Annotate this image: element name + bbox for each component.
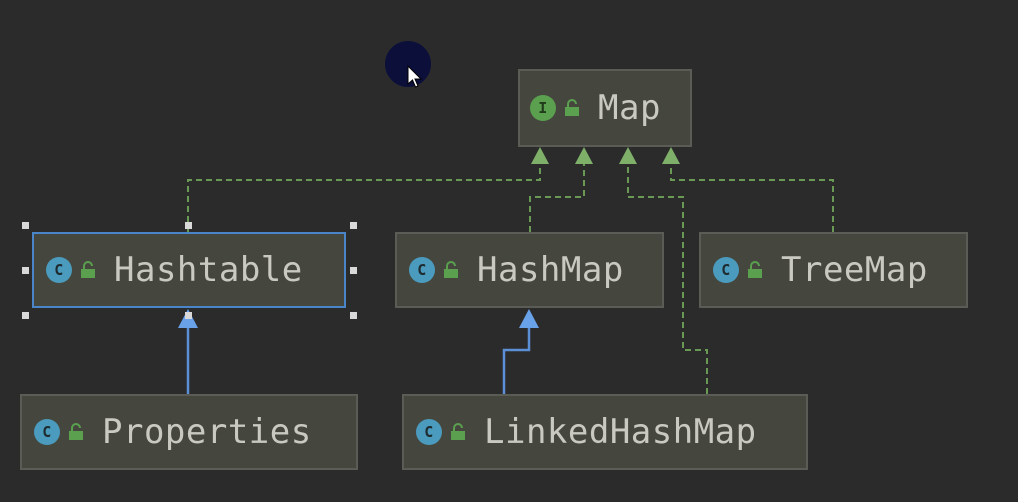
resize-handle-ml[interactable] <box>22 267 29 274</box>
node-label: LinkedHashMap <box>484 412 757 452</box>
edge-treemap-map <box>670 162 834 232</box>
arrowhead-hashtable-map <box>531 147 549 164</box>
lock-icon <box>450 423 466 441</box>
node-properties[interactable]: C Properties <box>20 394 358 470</box>
class-icon: C <box>416 419 442 445</box>
arrowhead-linkedhashmap-hashmap <box>519 309 539 328</box>
lock-icon <box>80 261 96 279</box>
edge-hashmap-map <box>529 162 585 232</box>
class-icon: C <box>409 257 435 283</box>
resize-handle-bm[interactable] <box>185 312 192 319</box>
class-icon: C <box>713 257 739 283</box>
node-linkedhashmap[interactable]: C LinkedHashMap <box>402 394 808 470</box>
resize-handle-mr[interactable] <box>350 267 357 274</box>
node-label: Map <box>598 88 661 128</box>
resize-handle-tr[interactable] <box>350 222 357 229</box>
node-treemap[interactable]: C TreeMap <box>699 232 968 308</box>
arrowhead-treemap-map <box>662 147 680 164</box>
resize-handle-br[interactable] <box>350 312 357 319</box>
node-label: TreeMap <box>781 250 928 290</box>
lock-icon <box>564 99 580 117</box>
arrowhead-linkedhashmap-map <box>619 147 637 164</box>
edge-hashtable-map <box>187 162 541 232</box>
interface-icon: I <box>530 95 556 121</box>
node-hashmap[interactable]: C HashMap <box>395 232 664 308</box>
node-label: Hashtable <box>114 250 303 290</box>
edge-linkedhashmap-hashmap <box>502 326 531 394</box>
node-map[interactable]: I Map <box>518 69 692 147</box>
resize-handle-tl[interactable] <box>22 222 29 229</box>
node-label: Properties <box>102 412 312 452</box>
node-hashtable[interactable]: C Hashtable <box>32 232 346 308</box>
class-icon: C <box>46 257 72 283</box>
resize-handle-tm[interactable] <box>185 222 192 229</box>
lock-icon <box>747 261 763 279</box>
lock-icon <box>443 261 459 279</box>
resize-handle-bl[interactable] <box>22 312 29 319</box>
class-icon: C <box>34 419 60 445</box>
node-label: HashMap <box>477 250 624 290</box>
pointer-icon <box>407 65 423 88</box>
cursor-highlight <box>385 41 431 88</box>
arrowhead-hashmap-map <box>575 147 593 164</box>
lock-icon <box>68 423 84 441</box>
